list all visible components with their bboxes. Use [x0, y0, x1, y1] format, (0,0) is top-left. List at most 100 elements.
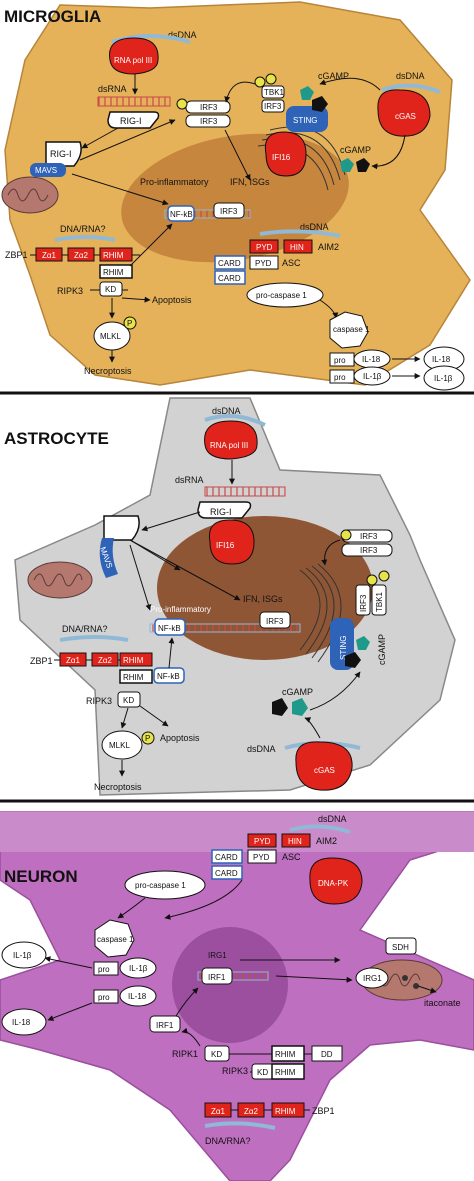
phospho-icon	[340, 529, 352, 541]
svg-text:IL-1β: IL-1β	[129, 964, 148, 973]
svg-text:NF-kB: NF-kB	[157, 672, 180, 681]
il-1b-precursor	[119, 957, 157, 979]
svg-text:CARD: CARD	[218, 259, 241, 268]
nuclear-dna	[197, 971, 269, 981]
svg-text:ZBP1: ZBP1	[5, 250, 28, 260]
hin-domain	[281, 833, 311, 848]
svg-text:HIN: HIN	[288, 837, 302, 846]
svg-text:DNA/RNA?: DNA/RNA?	[205, 1136, 251, 1146]
svg-text:Apoptosis: Apoptosis	[152, 295, 192, 305]
za2-domain	[67, 247, 95, 262]
svg-text:DNA-PK: DNA-PK	[318, 879, 349, 888]
il-1b-precursor	[353, 366, 391, 386]
rhim-domain-2	[119, 669, 153, 684]
za1-domain	[35, 247, 63, 262]
svg-text:pro: pro	[334, 373, 346, 382]
mitochondrion	[27, 561, 93, 599]
svg-text:dsDNA: dsDNA	[318, 814, 347, 824]
il-1b-mature	[423, 365, 465, 391]
tbk1	[371, 584, 387, 616]
svg-text:ASC: ASC	[282, 258, 301, 268]
svg-text:RIG-I: RIG-I	[210, 507, 232, 517]
irf3-c	[261, 99, 285, 113]
svg-text:Necroptosis: Necroptosis	[94, 782, 142, 792]
card-domain-2	[211, 865, 243, 880]
svg-text:AIM2: AIM2	[318, 242, 339, 252]
neuron-nucleus	[172, 927, 288, 1043]
svg-text:AIM2: AIM2	[316, 836, 337, 846]
svg-text:SDH: SDH	[392, 943, 409, 952]
svg-text:RHIM: RHIM	[275, 1050, 296, 1059]
kd	[117, 691, 141, 708]
sting	[286, 106, 328, 132]
rna-pol-label: RNA pol III	[114, 56, 152, 65]
il-18-mature	[1, 1008, 47, 1036]
svg-text:Zα1: Zα1	[42, 251, 57, 260]
za1-domain	[59, 652, 87, 667]
svg-text:P: P	[127, 319, 132, 328]
svg-text:IRF3: IRF3	[220, 207, 238, 216]
za2-domain	[237, 1102, 265, 1118]
cgamp-label-1: cGAMP	[318, 71, 349, 81]
cgamp-hexagon	[345, 652, 361, 668]
svg-text:CARD: CARD	[215, 869, 238, 878]
svg-text:P: P	[145, 734, 150, 743]
svg-text:PYD: PYD	[256, 243, 273, 252]
svg-text:STING: STING	[339, 636, 348, 660]
svg-text:IFN, ISGs: IFN, ISGs	[243, 594, 283, 604]
svg-text:RHIM: RHIM	[275, 1068, 296, 1077]
svg-text:IRG1: IRG1	[208, 951, 227, 960]
irf3-b	[185, 114, 231, 128]
svg-text:DNA/RNA?: DNA/RNA?	[60, 224, 106, 234]
svg-text:DD: DD	[321, 1050, 333, 1059]
pyd-domain-asc	[249, 255, 279, 270]
svg-text:Pro-inflammatory: Pro-inflammatory	[150, 605, 211, 614]
svg-text:dsDNA: dsDNA	[247, 744, 276, 754]
svg-text:MLKL: MLKL	[109, 741, 130, 750]
kd	[99, 281, 123, 297]
svg-text:ZBP1: ZBP1	[312, 1106, 335, 1116]
mavs	[99, 538, 118, 578]
svg-text:RIPK3: RIPK3	[222, 1066, 248, 1076]
svg-text:IRF3: IRF3	[264, 102, 282, 111]
phospho-icon	[141, 731, 155, 745]
svg-text:cGAMP: cGAMP	[340, 145, 371, 155]
svg-text:Zα2: Zα2	[74, 251, 89, 260]
pyd-domain	[249, 239, 279, 254]
svg-text:ZBP1: ZBP1	[30, 656, 53, 666]
za2-domain	[91, 652, 119, 667]
svg-text:RIPK1: RIPK1	[172, 1049, 198, 1059]
svg-text:pro: pro	[98, 965, 110, 974]
za1-domain	[204, 1102, 232, 1118]
rig-i-top	[107, 111, 160, 129]
phospho-icon	[123, 316, 137, 330]
pro-domain	[93, 961, 119, 976]
svg-text:PYD: PYD	[253, 853, 270, 862]
sdh	[385, 937, 417, 955]
svg-text:itaconate: itaconate	[424, 998, 461, 1008]
svg-text:TBK1: TBK1	[375, 591, 384, 612]
svg-text:ASC: ASC	[282, 852, 301, 862]
astrocyte-title: ASTROCYTE	[4, 429, 109, 448]
svg-text:IL-1β: IL-1β	[13, 951, 32, 960]
tbk1	[261, 85, 285, 99]
svg-text:KD: KD	[123, 696, 134, 705]
svg-text:RHIM: RHIM	[275, 1107, 296, 1116]
irf3-nuclear	[259, 611, 291, 629]
er-stack	[299, 563, 342, 663]
svg-text:IRF3: IRF3	[266, 617, 284, 626]
svg-text:STING: STING	[293, 116, 317, 125]
cgamp-hexagon	[312, 96, 328, 112]
svg-text:IL-18: IL-18	[432, 355, 451, 364]
svg-text:Zα2: Zα2	[244, 1107, 259, 1116]
svg-text:RHIM: RHIM	[123, 673, 144, 682]
svg-text:cGAMP: cGAMP	[377, 634, 387, 665]
svg-text:IL-1β: IL-1β	[434, 374, 453, 383]
phospho-icon	[265, 73, 277, 85]
pro-caspase-1	[124, 870, 206, 900]
svg-text:KD: KD	[257, 1068, 268, 1077]
rhim-domain-3	[271, 1102, 305, 1118]
mavs	[30, 163, 66, 177]
neuron-panel: NEURON dsDNA PYD HIN AIM2 CARD PYD ASC C…	[0, 811, 474, 1181]
svg-text:IRF1: IRF1	[156, 1021, 174, 1030]
